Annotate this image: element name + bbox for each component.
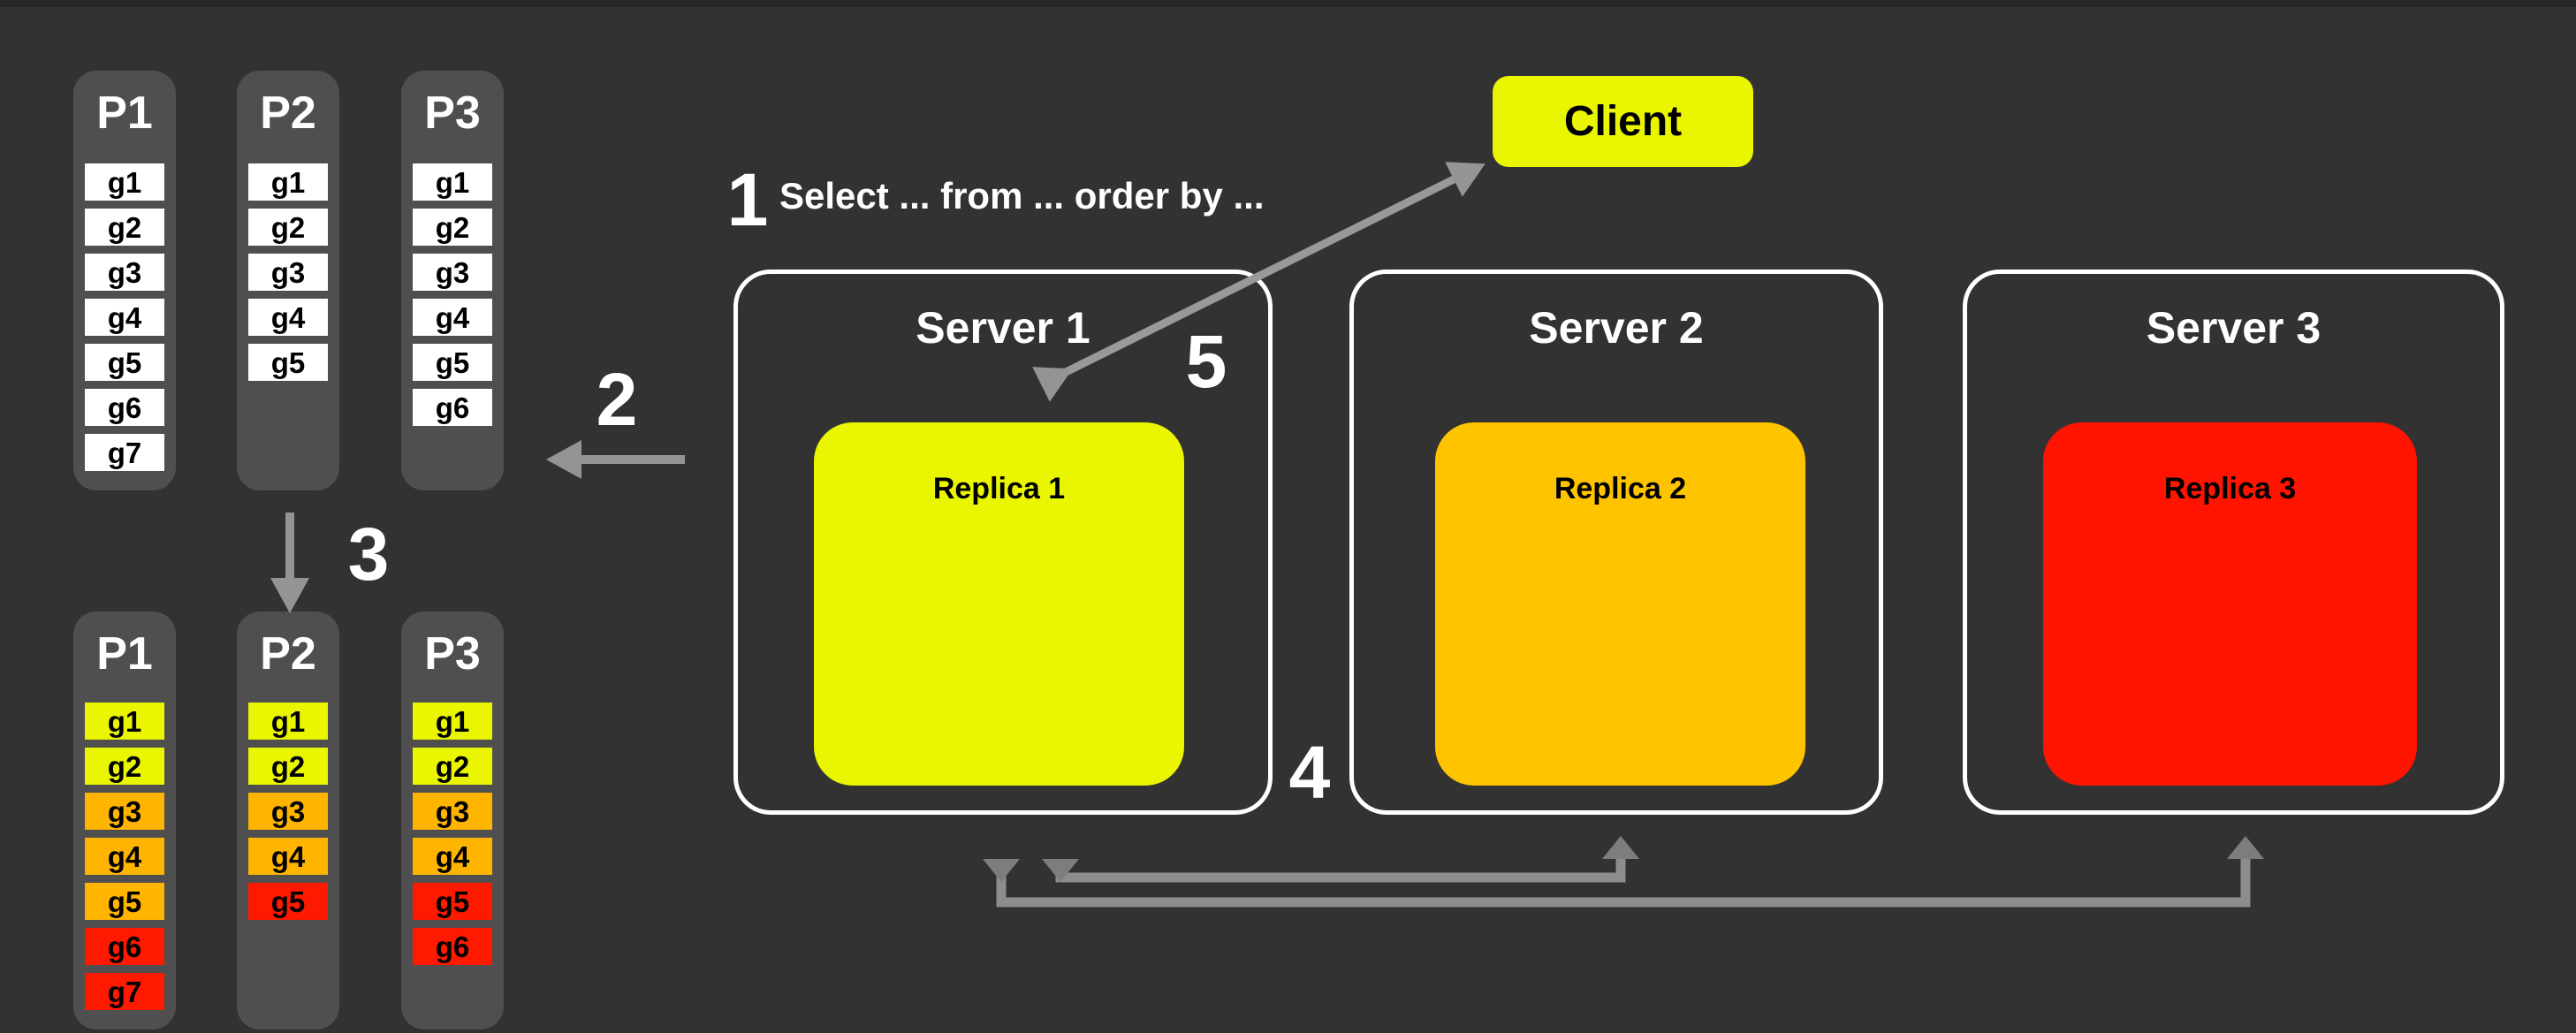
partition-title: P3	[424, 87, 481, 139]
step-2-number: 2	[596, 358, 638, 441]
server-2-label: Server 2	[1529, 303, 1704, 353]
partition-cell: g6	[85, 928, 164, 965]
top-edge-strip	[0, 0, 2576, 7]
server-3-label: Server 3	[2146, 303, 2321, 353]
partition-column: P1 g1 g2 g3 g4 g5 g6 g7	[73, 611, 176, 1029]
server1-server3-connector	[983, 836, 2264, 908]
partition-cell: g1	[248, 163, 328, 201]
partition-cell: g5	[248, 883, 328, 920]
partition-title: P1	[96, 628, 153, 680]
query-text: Select ... from ... order by ...	[779, 175, 1265, 216]
partition-cell: g4	[248, 838, 328, 875]
partition-cell: g5	[413, 883, 492, 920]
partition-cell: g6	[413, 389, 492, 426]
partition-cell: g1	[85, 703, 164, 740]
replica-3-label: Replica 3	[2163, 472, 2297, 505]
partition-title: P1	[96, 87, 153, 139]
partition-cell: g6	[413, 928, 492, 965]
replica-1-label: Replica 1	[932, 472, 1066, 505]
step-1-number: 1	[726, 158, 769, 241]
partition-cell: g2	[413, 748, 492, 785]
partition-cell: g4	[85, 838, 164, 875]
partition-cell: g4	[248, 299, 328, 336]
partition-cell: g2	[85, 748, 164, 785]
replica-2-box: Replica 2	[1435, 422, 1805, 786]
server-3-box: Server 3 Replica 3	[1963, 270, 2504, 815]
partition-cell: g1	[248, 703, 328, 740]
partition-column: P3 g1 g2 g3 g4 g5 g6	[401, 611, 504, 1029]
partition-cell: g4	[413, 299, 492, 336]
partition-column: P2 g1 g2 g3 g4 g5	[237, 611, 339, 1029]
partition-cell: g1	[85, 163, 164, 201]
step-3-number: 3	[347, 513, 390, 596]
partition-cell: g3	[248, 254, 328, 291]
partition-cell: g3	[85, 793, 164, 830]
partition-cell: g4	[413, 838, 492, 875]
partition-cell: g3	[413, 793, 492, 830]
partition-cell: g2	[248, 209, 328, 246]
partition-cell: g5	[413, 344, 492, 381]
step-4-number: 4	[1288, 731, 1331, 814]
partition-cell: g5	[85, 344, 164, 381]
replica-1-box: Replica 1	[814, 422, 1184, 786]
client-label: Client	[1563, 98, 1683, 145]
partition-cell: g5	[85, 883, 164, 920]
partition-cell: g3	[248, 793, 328, 830]
server-2-box: Server 2 Replica 2	[1349, 270, 1883, 815]
partition-title: P2	[260, 628, 316, 680]
partition-cell: g7	[85, 434, 164, 471]
partition-column: P2 g1 g2 g3 g4 g5	[237, 71, 339, 490]
partition-cell: g1	[413, 703, 492, 740]
partition-cell: g5	[248, 344, 328, 381]
partition-cell: g2	[248, 748, 328, 785]
client-box: Client	[1493, 76, 1753, 167]
partition-cell: g3	[85, 254, 164, 291]
partition-cell: g1	[413, 163, 492, 201]
partition-column: P3 g1 g2 g3 g4 g5 g6	[401, 71, 504, 490]
server1-server2-connector	[1042, 836, 1639, 883]
partition-title: P3	[424, 628, 481, 680]
partition-cell: g2	[85, 209, 164, 246]
replica-2-label: Replica 2	[1554, 472, 1687, 505]
partition-cell: g6	[85, 389, 164, 426]
partition-cell: g4	[85, 299, 164, 336]
partition-cell: g3	[413, 254, 492, 291]
server-1-box: Server 1 Replica 1	[733, 270, 1273, 815]
partition-cell: g2	[413, 209, 492, 246]
partition-column: P1 g1 g2 g3 g4 g5 g6 g7	[73, 71, 176, 490]
partition-cell: g7	[85, 973, 164, 1010]
server-1-label: Server 1	[916, 303, 1090, 353]
replica-3-box: Replica 3	[2043, 422, 2417, 786]
partition-title: P2	[260, 87, 316, 139]
